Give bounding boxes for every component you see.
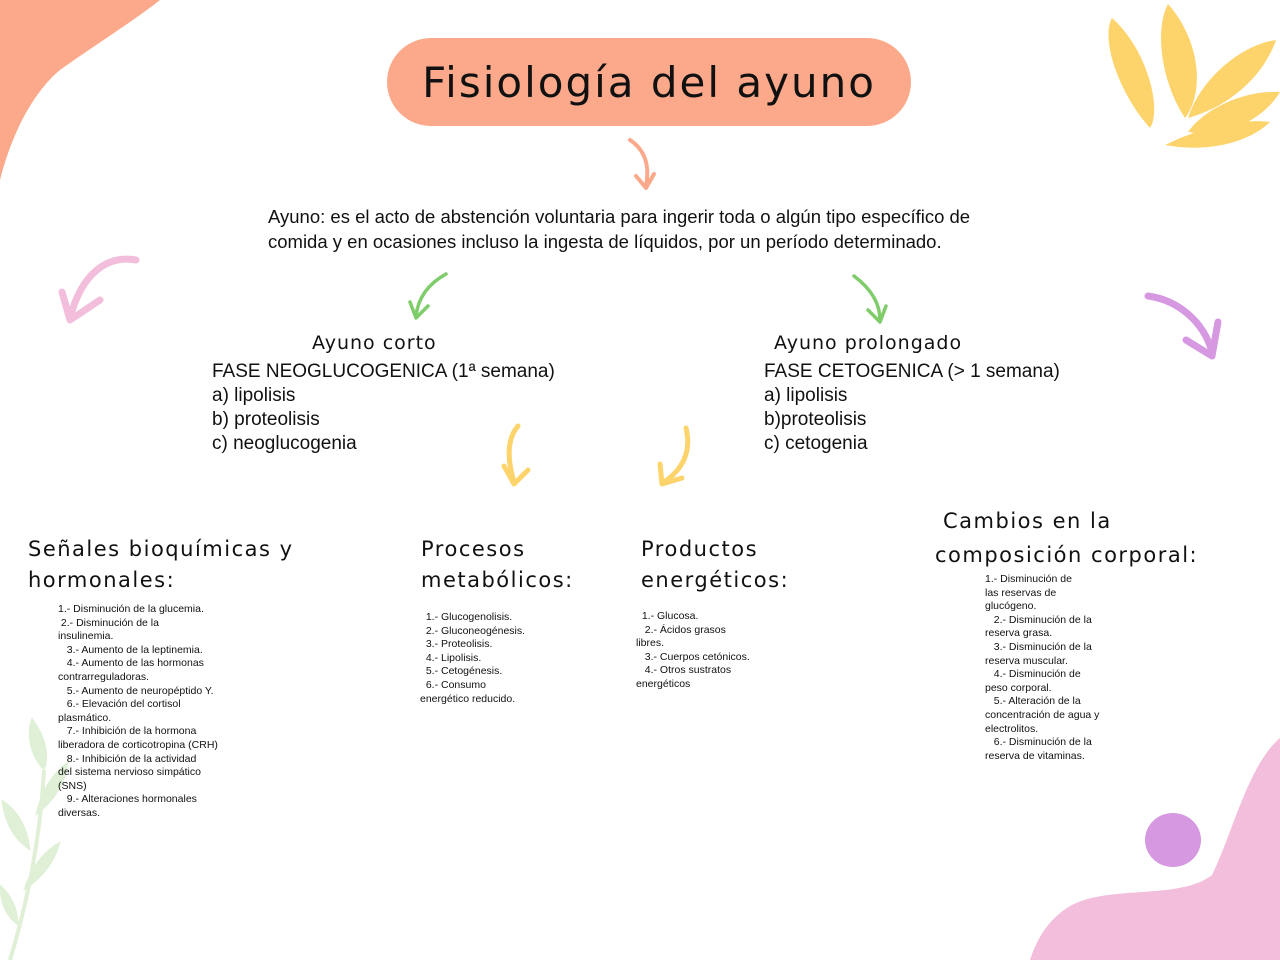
list-item: 1.- Disminución de: [985, 573, 1072, 585]
list-item: 4.- Aumento de las hormonas: [58, 657, 204, 670]
ayuno-prolongado-line: a) lipolisis: [764, 385, 848, 406]
list-item: liberadora de corticotropina (CRH): [58, 738, 218, 751]
procesos-list: 1.- Glucogenolisis. 2.- Gluconeogénesis.…: [420, 611, 525, 706]
list-item: peso corporal.: [985, 681, 1052, 694]
list-item: reserva de vitaminas.: [985, 749, 1085, 762]
procesos-title-line: metabólicos:: [421, 568, 574, 592]
list-item: contrarreguladoras.: [58, 670, 150, 683]
list-item: 6.- Elevación del cortisol: [58, 698, 181, 711]
arrow-down-right-purple-icon: [1144, 292, 1222, 360]
list-item: 3.- Proteolisis.: [420, 638, 493, 651]
cambios-title-line: Cambios en la: [943, 509, 1112, 533]
list-item: las reservas de: [985, 586, 1057, 599]
cambios-title: Cambios en la composición corporal:: [935, 504, 1198, 572]
list-item: (SNS): [58, 779, 87, 792]
procesos-title: Procesos metabólicos:: [421, 534, 574, 596]
list-item: energéticos: [636, 677, 691, 690]
senales-title-line: Señales bioquímicas y: [28, 537, 294, 561]
list-item: reserva muscular.: [985, 654, 1068, 667]
ayuno-prolongado-line: c) cetogenia: [764, 433, 868, 454]
pink-blob-bottom-right: [1030, 738, 1280, 960]
productos-title: Productos energéticos:: [641, 534, 789, 596]
arrow-down-yellow-right-icon: [657, 425, 691, 487]
ayuno-corto-line: a) lipolisis: [212, 385, 296, 406]
list-item: insulinemia.: [58, 630, 114, 643]
leaf-icon: [0, 716, 69, 960]
list-item: 9.- Alteraciones hormonales: [58, 793, 197, 806]
list-item: 6.- Consumo: [420, 678, 486, 691]
definition-text: Ayuno: es el acto de abstención voluntar…: [268, 204, 1068, 254]
list-item: 5.- Alteración de la: [985, 695, 1081, 708]
ayuno-prolongado-line: b)proteolisis: [764, 409, 867, 430]
list-item: electrolitos.: [985, 722, 1039, 735]
senales-title-line: hormonales:: [28, 568, 176, 592]
senales-title: Señales bioquímicas y hormonales:: [28, 534, 294, 596]
ayuno-corto-block: Ayuno corto FASE NEOGLUCOGENICA (1ª sema…: [212, 332, 555, 456]
ayuno-prolongado-block: Ayuno prolongado FASE CETOGENICA (> 1 se…: [764, 332, 1060, 456]
list-item: 4.- Otros sustratos: [636, 664, 732, 677]
list-item: concentración de agua y: [985, 708, 1100, 721]
list-item: glucógeno.: [985, 600, 1037, 613]
list-item: 2.- Disminución de la: [985, 613, 1092, 626]
procesos-title-line: Procesos: [421, 537, 526, 561]
ayuno-corto-line: c) neoglucogenia: [212, 433, 357, 454]
list-item: 7.- Inhibición de la hormona: [58, 725, 197, 738]
cambios-list: 1.- Disminución de las reservas de glucó…: [985, 573, 1099, 763]
list-item: 2.- Disminución de la: [58, 616, 159, 629]
list-item: 5.- Aumento de neuropéptido Y.: [58, 684, 214, 697]
list-item: 3.- Disminución de la: [985, 640, 1092, 653]
list-item: 2.- Gluconeogénesis.: [420, 624, 526, 637]
cambios-title-line: composición corporal:: [935, 543, 1199, 567]
list-item: plasmático.: [58, 711, 112, 724]
definition-line: comida y en ocasiones incluso la ingesta…: [268, 231, 942, 252]
arrow-down-left-pink-icon: [58, 255, 140, 324]
list-item: 8.- Inhibición de la actividad: [58, 752, 197, 765]
list-item: 1.- Glucogenolisis.: [420, 611, 513, 623]
definition-line: Ayuno: es el acto de abstención voluntar…: [268, 206, 971, 227]
yellow-splash-icon: [1108, 4, 1280, 148]
purple-circle: [1145, 813, 1201, 867]
productos-title-line: Productos: [641, 537, 759, 561]
peach-blob-top-left: [0, 0, 160, 180]
ayuno-corto-line: b) proteolisis: [212, 409, 320, 430]
list-item: 5.- Cetogénesis.: [420, 665, 503, 678]
list-item: 4.- Disminución de: [985, 668, 1081, 681]
list-item: 1.- Glucosa.: [636, 610, 699, 622]
ayuno-prolongado-title: Ayuno prolongado: [774, 332, 963, 354]
senales-list: 1.- Disminución de la glucemia. 2.- Dism…: [58, 603, 218, 821]
arrow-down-yellow-left-icon: [501, 423, 531, 487]
list-item: 1.- Disminución de la glucemia.: [58, 603, 204, 615]
arrow-down-left-green-icon: [408, 272, 448, 320]
ayuno-corto-title: Ayuno corto: [312, 332, 437, 354]
title-banner: Fisiología del ayuno: [387, 38, 911, 126]
list-item: 6.- Disminución de la: [985, 736, 1092, 749]
productos-list: 1.- Glucosa. 2.- Ácidos grasos libres. 3…: [636, 610, 750, 692]
arrow-down-peach-icon: [628, 138, 656, 190]
page-title: Fisiología del ayuno: [422, 57, 876, 107]
list-item: del sistema nervioso simpático: [58, 766, 201, 779]
list-item: diversas.: [58, 806, 101, 819]
productos-title-line: energéticos:: [641, 568, 790, 592]
list-item: 3.- Cuerpos cetónicos.: [636, 650, 750, 663]
arrow-down-right-green-icon: [852, 274, 888, 324]
ayuno-prolongado-line: FASE CETOGENICA (> 1 semana): [764, 361, 1060, 382]
ayuno-corto-line: FASE NEOGLUCOGENICA (1ª semana): [212, 361, 555, 382]
list-item: reserva grasa.: [985, 627, 1053, 640]
list-item: 3.- Aumento de la leptinemia.: [58, 643, 203, 656]
list-item: 4.- Lipolisis.: [420, 651, 482, 664]
list-item: 2.- Ácidos grasos: [636, 623, 726, 636]
list-item: libres.: [636, 637, 665, 650]
list-item: energético reducido.: [420, 692, 516, 705]
